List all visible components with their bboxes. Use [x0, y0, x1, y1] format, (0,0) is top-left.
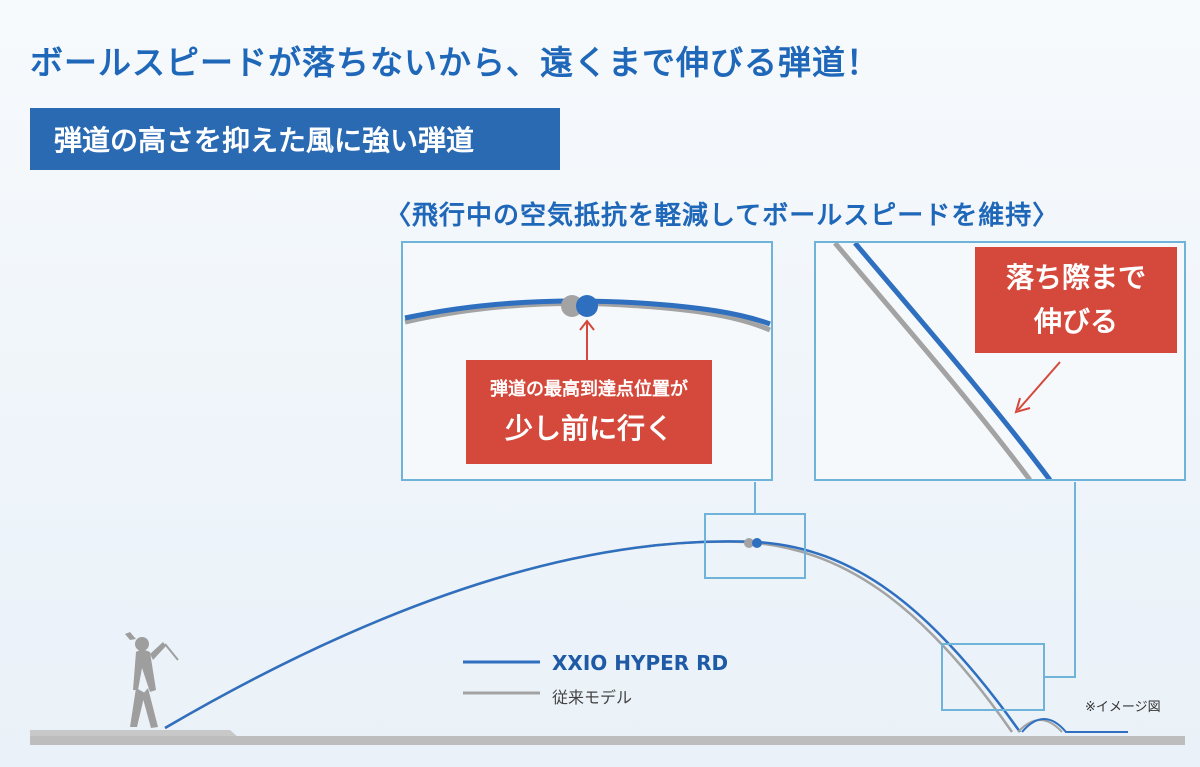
- descent-callout-line2: 伸びる: [1033, 305, 1118, 338]
- feature-caption: 〈飛行中の空気抵抗を軽減してボールスピードを維持〉: [385, 201, 1060, 231]
- apex-zoom-new-arc: [404, 298, 771, 327]
- apex-ball-new-small: [752, 538, 762, 548]
- descent-connector: [1044, 482, 1076, 678]
- ground-strip: [30, 736, 1185, 745]
- legend-new-model: XXIO HYPER RD: [552, 651, 729, 675]
- apex-arrow-head: [579, 319, 595, 331]
- descent-zoom-old-arc: [833, 243, 1032, 479]
- apex-zoom-old-arc: [404, 301, 771, 333]
- trajectory-new: [164, 540, 1022, 733]
- apex-zoom-ball-new: [576, 295, 598, 317]
- golfer-silhouette: [125, 632, 179, 728]
- apex-callout: 弾道の最高到達点位置が 少し前に行く: [466, 360, 712, 464]
- apex-ball-old-small: [744, 538, 754, 548]
- apex-callout-line1: 弾道の最高到達点位置が: [490, 379, 688, 400]
- legend-old-model: 従来モデル: [552, 688, 633, 707]
- apex-callout-line2: 少し前に行く: [504, 411, 673, 445]
- descent-zoom-new-arc: [853, 243, 1052, 479]
- descent-callout-line1: 落ち際まで: [1005, 261, 1146, 294]
- image-note: ※イメージ図: [1085, 700, 1161, 715]
- descent-callout: 落ち際まで 伸びる: [975, 247, 1177, 353]
- descent-arrow-head: [1014, 397, 1031, 414]
- headline: ボールスピードが落ちないから、遠くまで伸びる弾道！: [30, 43, 880, 82]
- bounce-new: [1021, 718, 1128, 733]
- subtitle-badge: 弾道の高さを抑えた風に強い弾道: [30, 108, 560, 170]
- descent-arrow-line: [1017, 361, 1061, 411]
